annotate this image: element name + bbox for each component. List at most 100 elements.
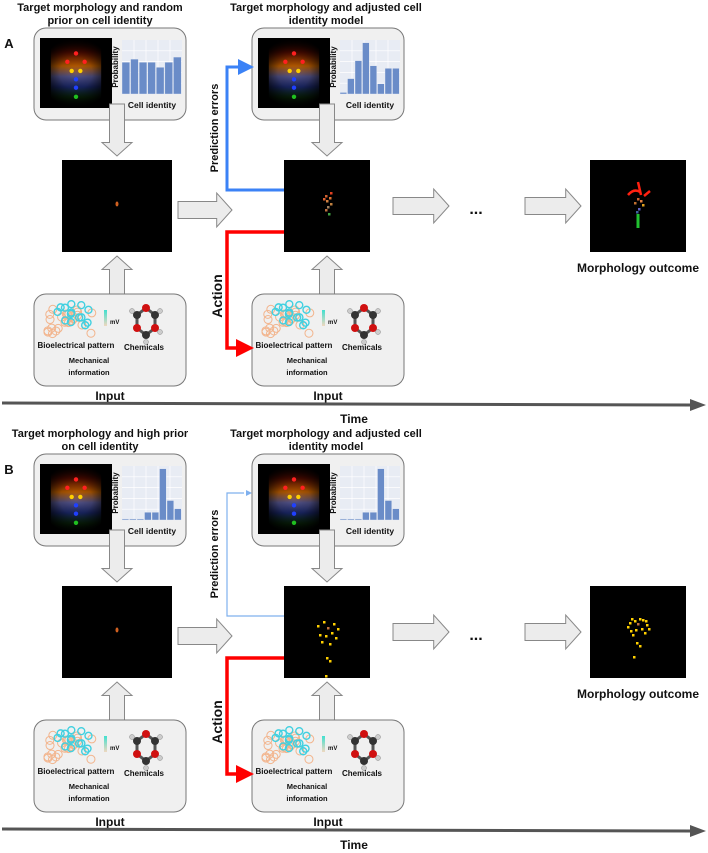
bioelectrical-pattern-label: Bioelectrical pattern [38,341,115,350]
cell-marker [635,629,638,632]
cell-marker [331,632,334,635]
cell-outline [53,749,63,759]
histogram-bar [164,61,173,95]
histogram-xlabel: Cell identity [346,526,394,536]
cell-dot [291,503,297,508]
morphology-outcome-label: Morphology outcome [577,261,699,275]
cell-active [53,307,62,317]
cell-marker [326,200,329,203]
morphology-outcome-image [590,160,686,252]
hydrogen-atom [361,339,367,345]
cell-outline [263,735,273,745]
cell-active [84,305,93,314]
cell-marker [629,622,632,625]
cell-marker [327,206,330,209]
cell-dot [291,51,297,56]
histogram-bar [144,512,152,521]
histogram-bar [392,508,400,521]
cell-dot [291,520,297,525]
cell-dot [296,68,301,74]
atom [142,757,150,765]
histogram-bar [369,512,377,521]
cell-marker [631,618,634,621]
bioelectrical-pattern-icon [43,299,97,339]
cell-active [278,303,288,312]
cell-active [295,313,304,322]
bioelectrical-pattern-icon [261,725,315,765]
hydrogen-atom [143,339,149,345]
cell-active [284,743,294,753]
input-caption: Input [95,815,124,829]
mv-scale-bar [322,736,325,752]
image-background [284,586,370,678]
image-background [590,586,686,678]
atom [360,331,368,339]
histogram-bar [384,500,392,521]
cell-active [83,318,92,327]
mechanical-information-label-2: information [286,368,328,377]
histogram-bar [354,518,362,521]
cell-dot [296,494,301,500]
time-axis-arrowhead [690,399,706,411]
target-box-1-title-2: prior on cell identity [47,15,153,27]
cell-active [67,308,76,317]
cell-active [67,734,76,743]
cell-marker [644,632,647,635]
histogram-bar [138,61,148,95]
panel-label: A [4,36,14,51]
cell-dot [291,77,297,82]
input-caption: Input [313,815,342,829]
atom [142,730,150,738]
cell-marker [636,642,639,645]
initial-cell [115,201,119,207]
chemical-molecule-icon [129,304,163,345]
action-line [225,230,284,350]
cell-active [60,729,70,738]
cell-dot [65,59,70,64]
target-box-2-title: Target morphology and adjusted cell [230,2,422,14]
histogram-bar [362,42,370,95]
histogram-bar [174,508,182,521]
histogram-bar [339,92,347,95]
cell-dot [73,51,79,56]
current-morphology-image [284,586,370,678]
histogram-bar [173,56,182,95]
target-morphology-image [40,38,112,108]
cell-outline [51,752,61,762]
hydrogen-atom [143,765,149,771]
cell-active [67,725,76,735]
cell-active [271,733,280,743]
cell-dot [69,68,74,74]
down-arrow-2 [310,529,344,583]
histogram-bar [377,468,385,521]
time-axis [1,827,693,833]
atom [151,737,159,745]
hydrogen-atom [347,734,353,740]
prediction-errors-line [226,492,284,617]
cell-active [301,318,310,327]
hydrogen-atom [375,308,381,314]
cell-outline [45,735,55,745]
input-caption: Input [313,389,342,403]
cell-active [77,313,86,322]
ellipsis: ... [469,201,482,218]
cell-outline [45,315,55,325]
cell-marker [632,634,635,637]
mechanical-information-label-2: information [68,368,110,377]
hydrogen-atom [375,329,381,335]
right-arrow-2 [392,613,450,651]
cell-dot [300,59,305,64]
atom [142,304,150,312]
hydrogen-atom [375,734,381,740]
cell-active [285,299,294,309]
action-line [225,656,284,776]
cell-active [60,742,70,751]
histogram-bar [159,468,167,521]
